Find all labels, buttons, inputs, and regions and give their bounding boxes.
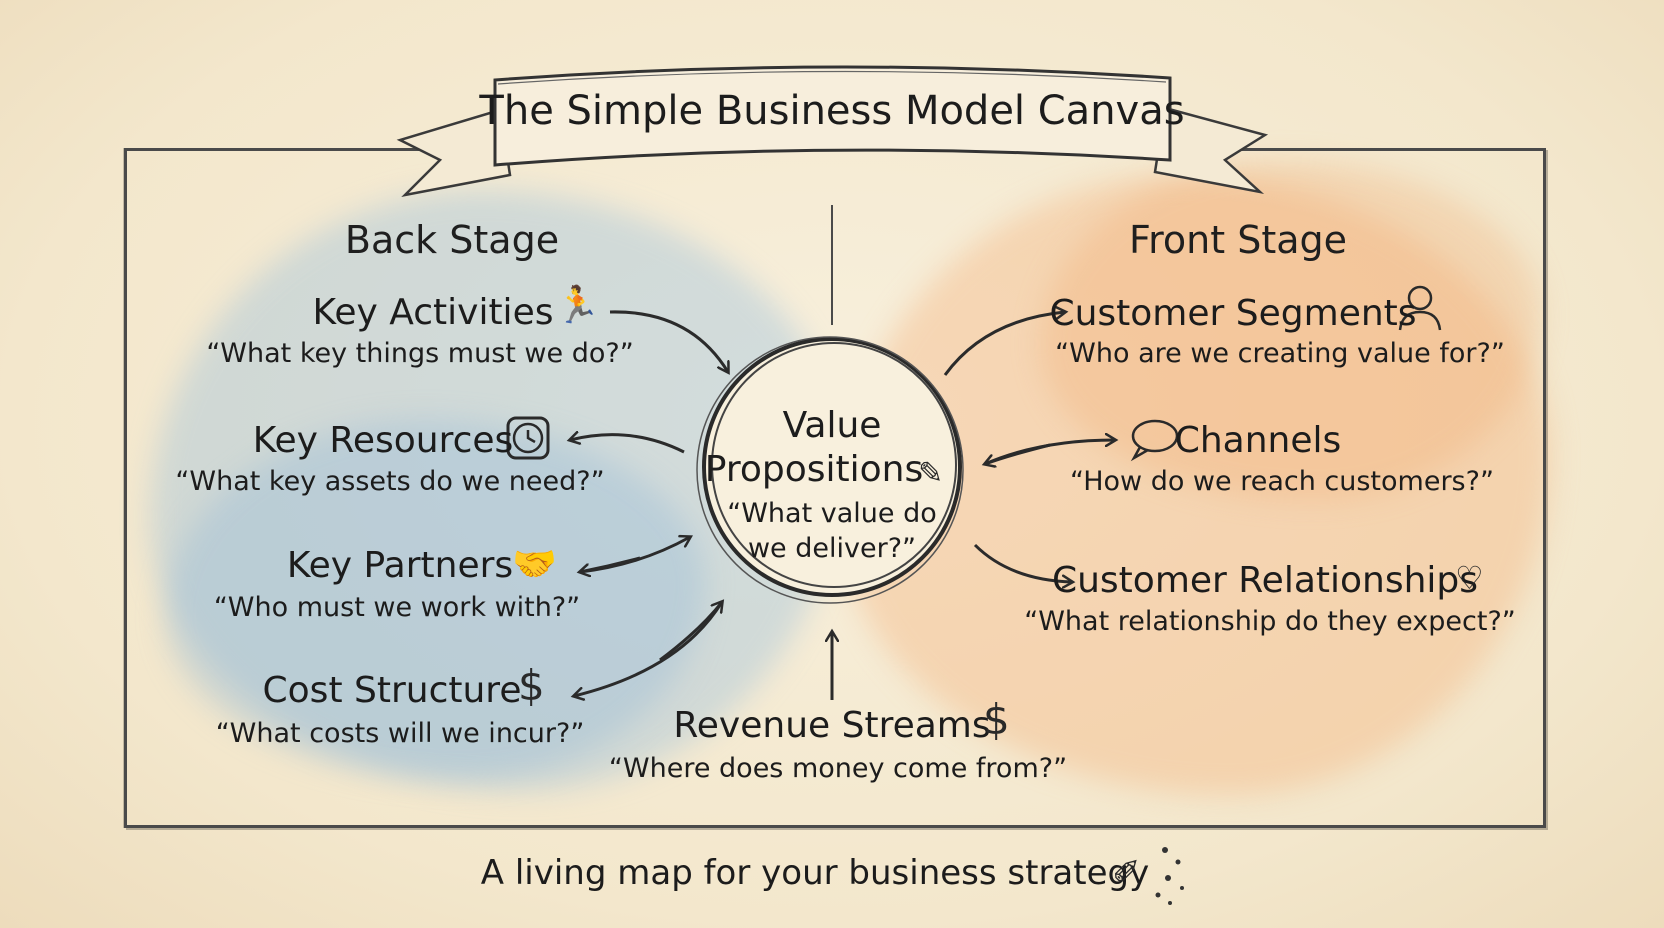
arrow-customer-relationships — [973, 543, 1072, 582]
arrow-key-activities — [609, 310, 728, 372]
value-propositions-line1: Value — [782, 405, 882, 446]
arrow-channels-out — [984, 440, 1115, 466]
heart-hands-icon: ♡ — [1455, 559, 1484, 597]
handshake-icon: 🤝 — [512, 544, 557, 585]
value-propositions-question-1: “What value do — [727, 498, 937, 529]
person-icon — [1398, 285, 1442, 331]
arrow-cost-structure — [574, 601, 724, 696]
channels-question: “How do we reach customers?” — [1070, 466, 1494, 497]
back-stage-wash-lower — [165, 420, 705, 780]
title-ribbon — [396, 65, 1269, 197]
runner-icon: 🏃 — [555, 285, 600, 326]
pencil-icon: ✎ — [918, 456, 944, 491]
key-partners-question: “Who must we work with?” — [213, 592, 581, 623]
cost-structure-question: “What costs will we incur?” — [215, 718, 585, 749]
channels-title: Channels — [1174, 420, 1342, 461]
dollar-icon: $ — [518, 661, 545, 710]
key-partners-title: Key Partners — [286, 545, 514, 586]
arrow-customer-segments — [943, 312, 1065, 376]
key-activities-title: Key Activities — [312, 292, 554, 333]
value-propositions-question-2: we deliver?” — [747, 533, 917, 564]
customer-relationships-title: Customer Relationships — [1051, 560, 1479, 601]
revenue-streams-title: Revenue Streams — [673, 705, 991, 746]
stage-divider — [831, 205, 833, 325]
arrow-channels-in — [985, 443, 1051, 464]
cost-structure-title: Cost Structure — [262, 670, 522, 711]
revenue-streams-question: “Where does money come from?” — [608, 753, 1068, 784]
front-stage-label: Front Stage — [1129, 218, 1347, 262]
value-circle — [696, 336, 964, 604]
arrow-cost-structure-up — [659, 602, 722, 662]
customer-segments-title: Customer Segments — [1049, 293, 1417, 334]
key-resources-title: Key Resources — [252, 420, 514, 461]
customer-segments-question: “Who are we creating value for?” — [1055, 338, 1505, 369]
arrow-key-resources — [570, 435, 685, 454]
footer-tagline: A living map for your business strategy — [480, 853, 1150, 893]
clock-icon — [506, 416, 550, 460]
eraser-icon: ✐ — [1112, 853, 1141, 893]
arrow-key-partners-in — [579, 537, 690, 574]
key-resources-question: “What key assets do we need?” — [175, 466, 605, 497]
speech-bubble-icon — [1130, 419, 1179, 462]
key-activities-question: “What key things must we do?” — [206, 338, 634, 369]
arrow-key-partners-out — [580, 556, 641, 572]
revenue-dollar-icon: $ — [983, 695, 1010, 744]
footer-sparkles — [1155, 847, 1184, 905]
back-stage-label: Back Stage — [344, 218, 560, 262]
value-propositions-line2: Propositions — [704, 449, 924, 490]
front-stage-wash-upper — [1040, 160, 1540, 500]
page-title: The Simple Business Model Canvas — [479, 88, 1185, 134]
customer-relationships-question: “What relationship do they expect?” — [1024, 606, 1516, 637]
